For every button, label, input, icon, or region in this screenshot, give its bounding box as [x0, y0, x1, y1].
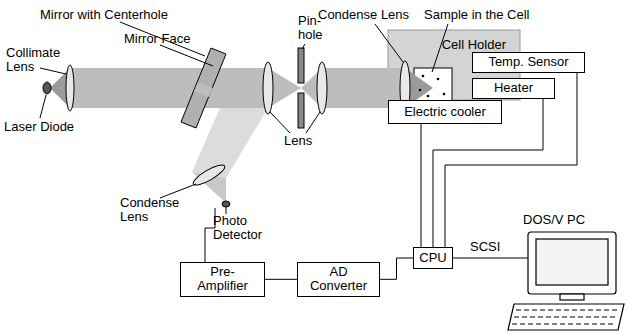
- laser-diode: [43, 82, 51, 94]
- node-text: AD Converter: [308, 265, 370, 294]
- part-label: Mirror with Centerhole: [40, 8, 168, 22]
- pinhole-plate: [298, 48, 304, 83]
- node-text: Electric cooler: [404, 105, 486, 119]
- part-label: Laser Diode: [4, 120, 94, 134]
- node-text: Pre- Amplifier: [192, 265, 254, 294]
- node-text: CPU: [419, 251, 446, 265]
- part-label: Condense Lens: [318, 8, 409, 22]
- node-text: Cell Holder: [442, 38, 506, 52]
- collimated-beam: [70, 68, 268, 108]
- leader-lines: [40, 22, 448, 214]
- collimate-lens: [66, 65, 74, 111]
- cooler-box: Electric cooler: [388, 100, 502, 124]
- part-label: Sample in the Cell: [424, 8, 530, 22]
- part-label: Photo Detector: [213, 214, 273, 243]
- photo-detector: [222, 201, 230, 207]
- node-text: Heater: [494, 81, 533, 95]
- sensor-box: Temp. Sensor: [472, 52, 585, 73]
- converter-box: AD Converter: [297, 262, 380, 297]
- part-label: Lens: [284, 134, 312, 148]
- lens: [317, 62, 327, 114]
- cpu-box: CPU: [413, 247, 453, 269]
- signal-connector: [265, 279, 297, 280]
- keyboard-keys: [512, 310, 617, 324]
- heater-box: Heater: [472, 78, 555, 99]
- lens: [263, 62, 273, 114]
- part-label: Collimate Lens: [6, 46, 68, 75]
- part-label: SCSI: [470, 240, 500, 254]
- signal-wires: [205, 208, 528, 262]
- reflected-beam: [192, 108, 268, 178]
- condense-lens: [191, 162, 227, 189]
- node-text: Temp. Sensor: [488, 55, 568, 69]
- pc-illustration: [508, 232, 624, 330]
- part-label: DOS/V PC: [523, 213, 585, 227]
- amplifier-box: Pre- Amplifier: [180, 262, 265, 297]
- part-label: Mirror Face: [124, 32, 190, 46]
- signal-connector: [380, 258, 413, 279]
- part-label: Condense Lens: [120, 196, 180, 225]
- mirror: [181, 48, 226, 128]
- mirror-hole: [194, 82, 213, 97]
- pinhole-plate: [298, 93, 304, 128]
- signal-connector: [421, 124, 422, 247]
- sample-dots: [419, 75, 446, 98]
